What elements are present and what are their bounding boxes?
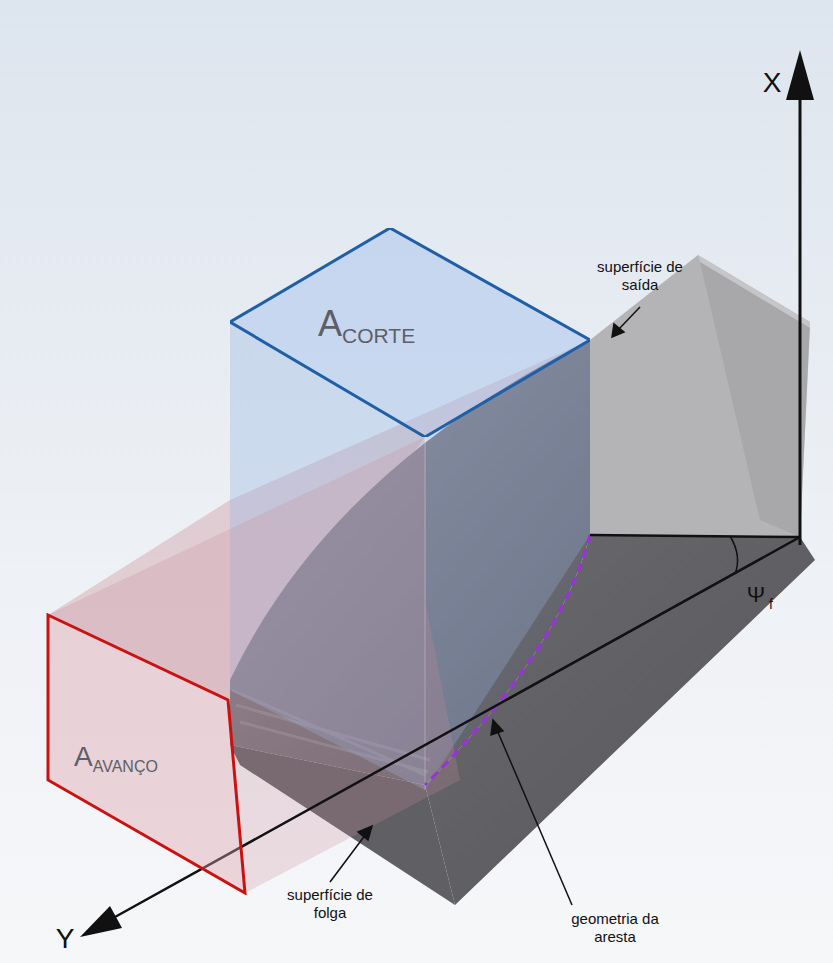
angle-subscript: f bbox=[765, 596, 777, 613]
area-subscript: AVANÇO bbox=[93, 758, 158, 775]
cutting-area-face: ACORTE bbox=[230, 228, 590, 437]
surface-label: superfície de folga bbox=[285, 886, 375, 922]
area-subscript: CORTE bbox=[342, 324, 415, 347]
feed-area-face: AAVANÇO bbox=[46, 613, 247, 895]
axis-label: X bbox=[752, 66, 792, 100]
area-symbol: A bbox=[318, 303, 342, 344]
surface-label: superfície de saída bbox=[585, 258, 695, 294]
axis-label: Y bbox=[50, 922, 80, 956]
angle-symbol: Ψ bbox=[745, 582, 767, 608]
edge-label: geometria da aresta bbox=[565, 910, 665, 946]
area-symbol: A bbox=[74, 741, 93, 772]
